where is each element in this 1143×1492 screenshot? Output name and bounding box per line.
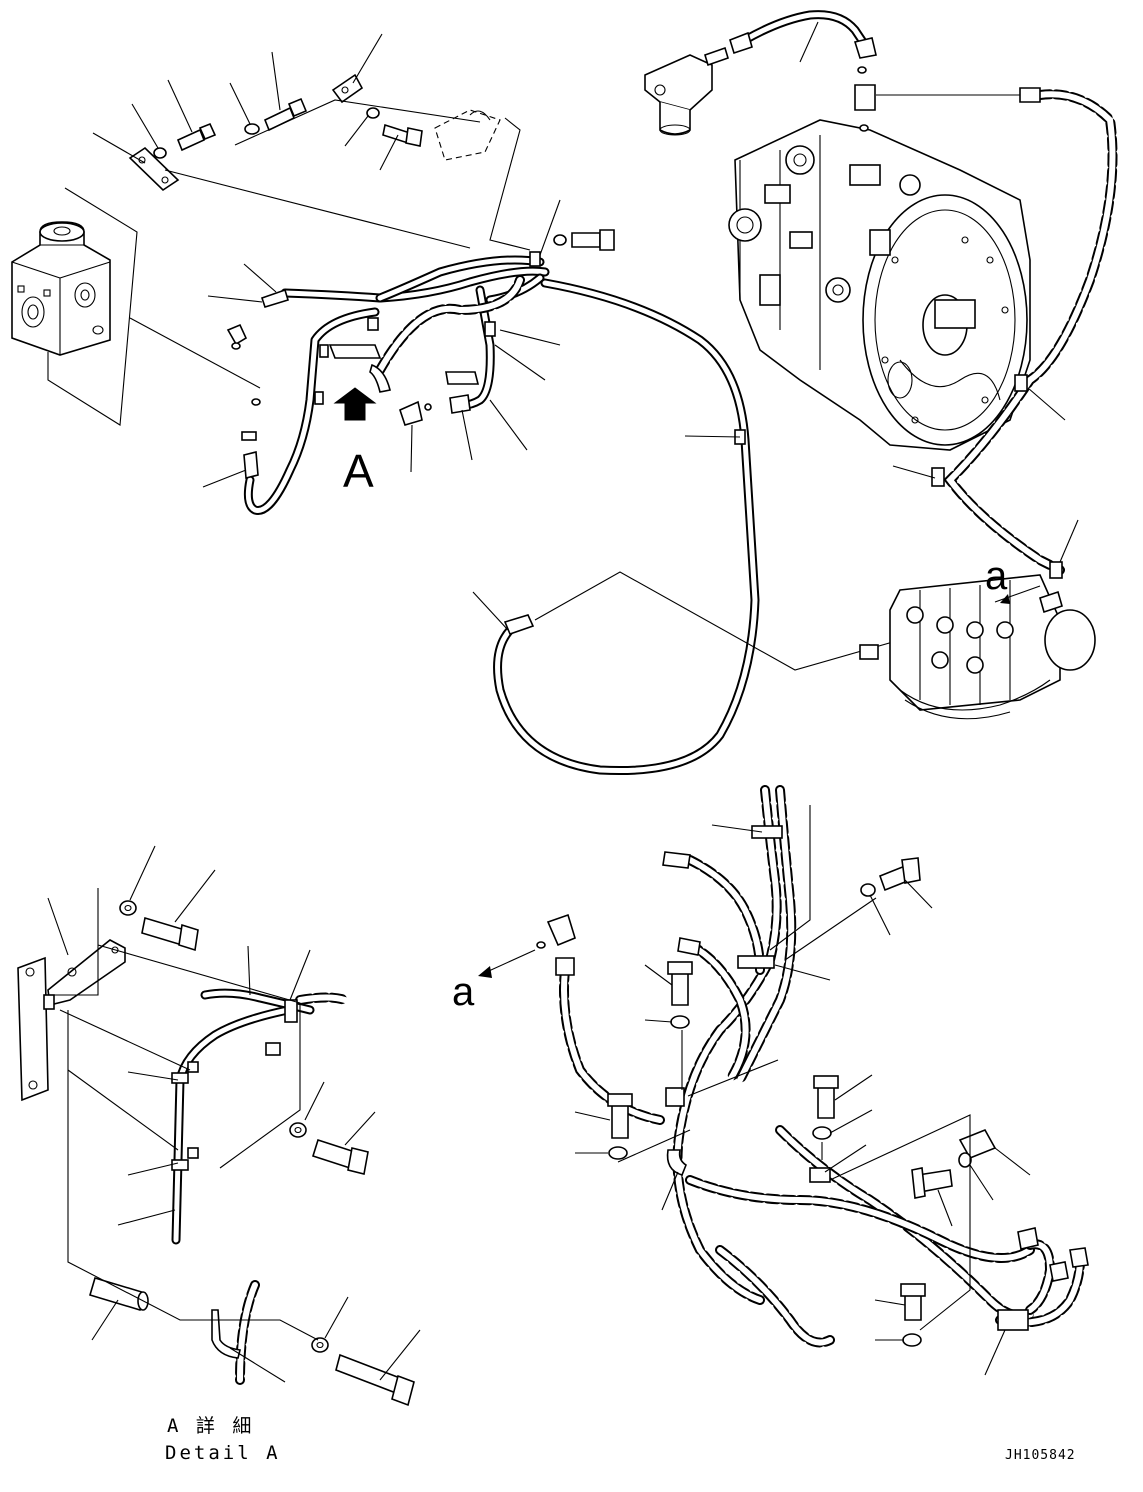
view-label-a-top: a [985, 554, 1008, 598]
hydraulic-pump [728, 119, 1031, 451]
drawing-code: JH105842 [1005, 1448, 1076, 1463]
bottom-right-harness [536, 785, 1089, 1348]
view-arrow-a [333, 387, 377, 421]
top-left-fasteners [128, 73, 423, 192]
control-valve [859, 574, 1096, 720]
solenoid-valve [11, 221, 111, 356]
pilot-valve [644, 46, 729, 136]
detail-caption-jp: A 詳 細 [167, 1415, 255, 1437]
view-label-a: A [343, 445, 374, 497]
view-label-a-bottom: a [452, 970, 475, 1014]
hose-assembly-left [226, 229, 760, 776]
detail-a [17, 900, 415, 1407]
detail-caption-en: Detail A [165, 1442, 281, 1464]
